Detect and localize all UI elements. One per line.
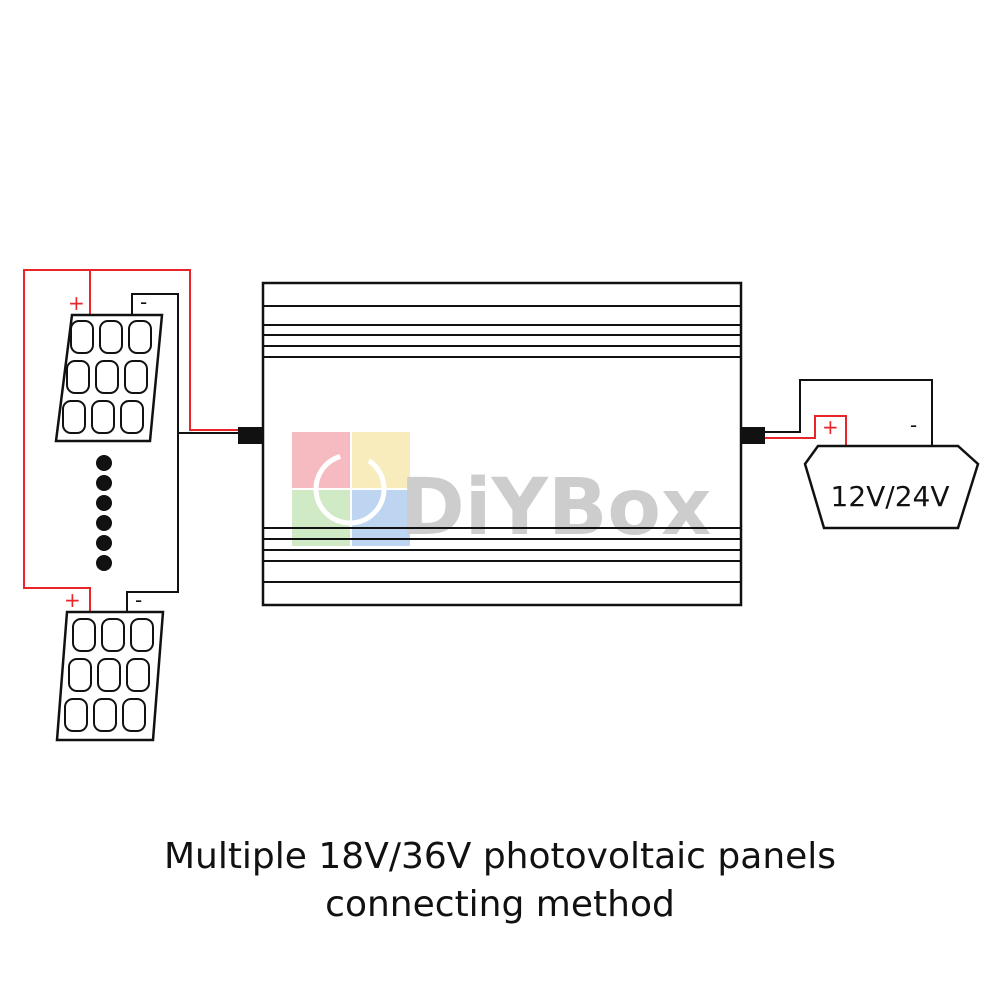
continuation-dot [96,535,112,551]
negative-wire-panel-top [131,293,238,434]
more-panels-dots [96,455,112,571]
panel-bottom-plus-label: + [64,588,81,612]
panel-cell [122,698,146,732]
positive-wire-to-battery [765,415,847,446]
negative-wiring [126,293,933,612]
continuation-dot [96,475,112,491]
panel-frame [54,313,164,443]
panel-cell [64,698,88,732]
panel-cell [128,320,152,354]
continuation-dot [96,515,112,531]
battery-body [803,444,980,530]
negative-wire-panel-bottom [126,433,179,612]
panel-cell [120,400,144,434]
watermark-square-red [292,432,350,488]
positive-wire-to-controller [90,269,238,431]
battery-plus-label: + [822,415,839,439]
panel-cell [97,658,121,692]
continuation-dot [96,455,112,471]
panel-cell [70,320,94,354]
caption-line-2: connecting method [325,884,675,925]
panel-cell [62,400,86,434]
watermark-ring [313,452,387,526]
battery: + - 12V/24V [803,413,980,530]
positive-wire-panel-top [23,269,91,612]
battery-voltage-label: 12V/24V [831,480,950,513]
input-terminal [238,427,262,444]
continuation-dot [96,555,112,571]
panel-top-plus-label: + [68,291,85,315]
panel-cell [95,360,119,394]
output-terminal [741,427,765,444]
positive-wiring [23,269,847,612]
watermark-logo: DiYBox [292,432,711,553]
solar-panel-bottom: + - [55,588,165,742]
panel-cell [66,360,90,394]
panel-cell [130,618,154,652]
negative-wire-to-battery [765,379,933,446]
panel-cell [91,400,115,434]
caption-line-1: Multiple 18V/36V photovoltaic panels [163,836,837,877]
continuation-dot [96,495,112,511]
panel-cell [99,320,123,354]
panel-bottom-minus-label: - [135,588,142,612]
panel-cell [124,360,148,394]
panel-top-minus-label: - [140,290,147,314]
panel-cell [68,658,92,692]
panel-cell [126,658,150,692]
solar-panel-top: + - [54,290,164,443]
panel-cell [72,618,96,652]
watermark-square-green [292,490,350,546]
panel-frame [55,610,165,742]
panel-cell [101,618,125,652]
battery-minus-label: - [910,413,917,437]
panel-cell [93,698,117,732]
